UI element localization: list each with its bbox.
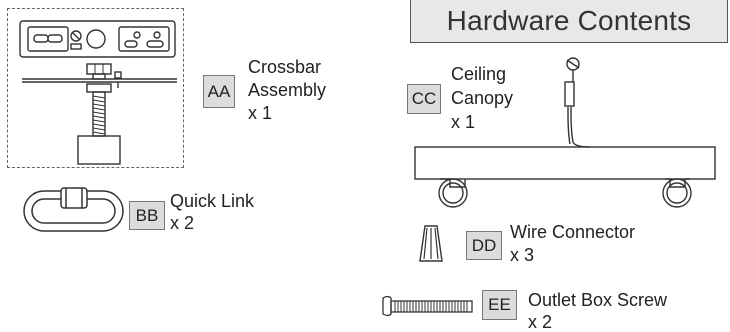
quick-link-qty: x 2 <box>170 213 195 233</box>
ceiling-canopy-label-line1: Ceiling <box>451 64 507 84</box>
crossbar-label-line1: Crossbar <box>248 57 322 77</box>
ceiling-canopy-icon <box>414 57 716 208</box>
tag-bb: BB <box>129 201 165 230</box>
wire-connector-icon <box>419 225 443 262</box>
crossbar-label-line2: Assembly <box>248 80 327 100</box>
outlet-box-screw-icon <box>382 295 473 317</box>
tag-dd: DD <box>466 231 502 260</box>
tag-cc: CC <box>407 84 441 114</box>
outlet-box-screw-label: Outlet Box Screw <box>528 290 668 310</box>
tag-ee: EE <box>482 290 517 320</box>
ceiling-canopy-label-line2: Canopy <box>451 88 514 108</box>
ceiling-canopy-qty: x 1 <box>451 112 476 132</box>
crossbar-qty: x 1 <box>248 103 273 123</box>
wire-connector-label: Wire Connector <box>510 222 636 242</box>
crossbar-assembly-icon <box>19 20 177 165</box>
tag-aa: AA <box>203 75 235 108</box>
outlet-box-screw-qty: x 2 <box>528 312 553 332</box>
quick-link-label: Quick Link <box>170 191 255 211</box>
crossbar-frame <box>7 8 184 168</box>
hardware-contents-title: Hardware Contents <box>410 0 728 43</box>
wire-connector-qty: x 3 <box>510 245 535 265</box>
quick-link-icon <box>23 187 124 232</box>
